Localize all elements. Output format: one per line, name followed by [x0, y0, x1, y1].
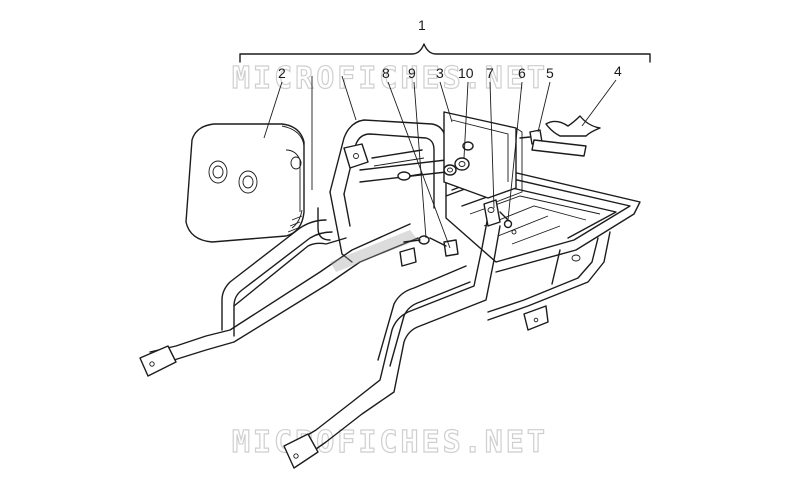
- callout-1: 1: [418, 17, 426, 33]
- callout-6: 6: [518, 65, 526, 81]
- watermark-bottom: MICROFICHES.NET: [232, 425, 548, 460]
- assembly-bracket: [239, 43, 651, 63]
- nut-6[interactable]: [503, 219, 517, 235]
- emblem-decal[interactable]: [531, 115, 601, 157]
- callout-2: 2: [278, 65, 286, 81]
- washer-10[interactable]: [443, 141, 474, 176]
- bolt-9[interactable]: [403, 235, 430, 245]
- clip-7[interactable]: [483, 199, 509, 227]
- watermark-top: MICROFICHES.NET: [232, 61, 548, 96]
- leader-lines: [263, 75, 617, 249]
- backrest-pad[interactable]: [185, 123, 305, 243]
- callout-7: 7: [486, 65, 494, 81]
- callout-5: 5: [546, 65, 554, 81]
- callout-8: 8: [382, 65, 390, 81]
- bolt-mid[interactable]: [397, 171, 423, 181]
- luggage-rack-frame[interactable]: [139, 119, 641, 469]
- callout-4: 4: [614, 63, 622, 79]
- screw-8[interactable]: [429, 237, 459, 257]
- callout-3: 3: [436, 65, 444, 81]
- callout-10: 10: [458, 65, 474, 81]
- callout-9: 9: [408, 65, 416, 81]
